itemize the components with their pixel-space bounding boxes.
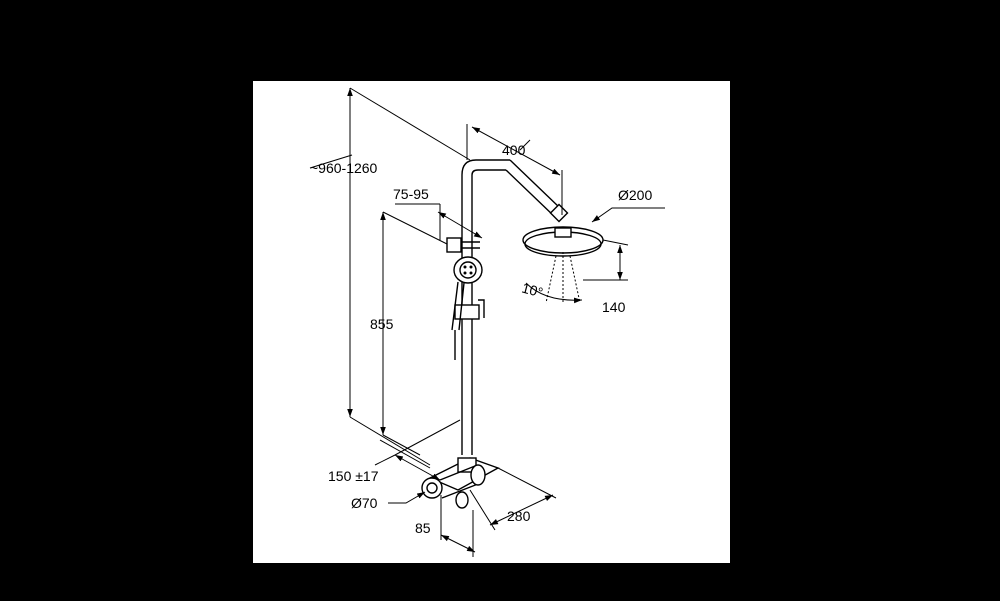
dim-wall-projection [440,495,476,557]
dim-arm-length [466,124,563,215]
tilt-angle-label: 10° [520,280,545,301]
hand-shower [451,256,483,331]
dim-overhead-diameter [591,207,665,223]
dim-overhead-drop [583,239,629,281]
dim-holder-offset [395,203,483,240]
arm-length-label: 400 [502,142,526,158]
dim-holder-height [380,211,448,456]
holder-offset-label: 75-95 [393,186,429,202]
overhead-shower [522,226,604,304]
thermostat-diameter-label: Ø70 [351,495,378,511]
dim-thermostat-diameter [388,491,426,504]
dim-thermostat-width [469,467,557,531]
thermostat-mixer [421,457,500,509]
overhead-diameter-label: Ø200 [618,187,652,203]
wall-projection-label: 85 [415,520,431,536]
holder-height-label: 855 [370,316,394,332]
dim-total-height [309,87,471,466]
connection-spacing-label: 150 ±17 [328,468,379,484]
thermostat-width-label: 280 [507,508,531,524]
overhead-drop-label: 140 [602,299,626,315]
dim-tilt-angle [525,282,583,304]
dim-connection-spacing [374,419,461,481]
total-height-label: ~960-1260 [310,160,378,176]
